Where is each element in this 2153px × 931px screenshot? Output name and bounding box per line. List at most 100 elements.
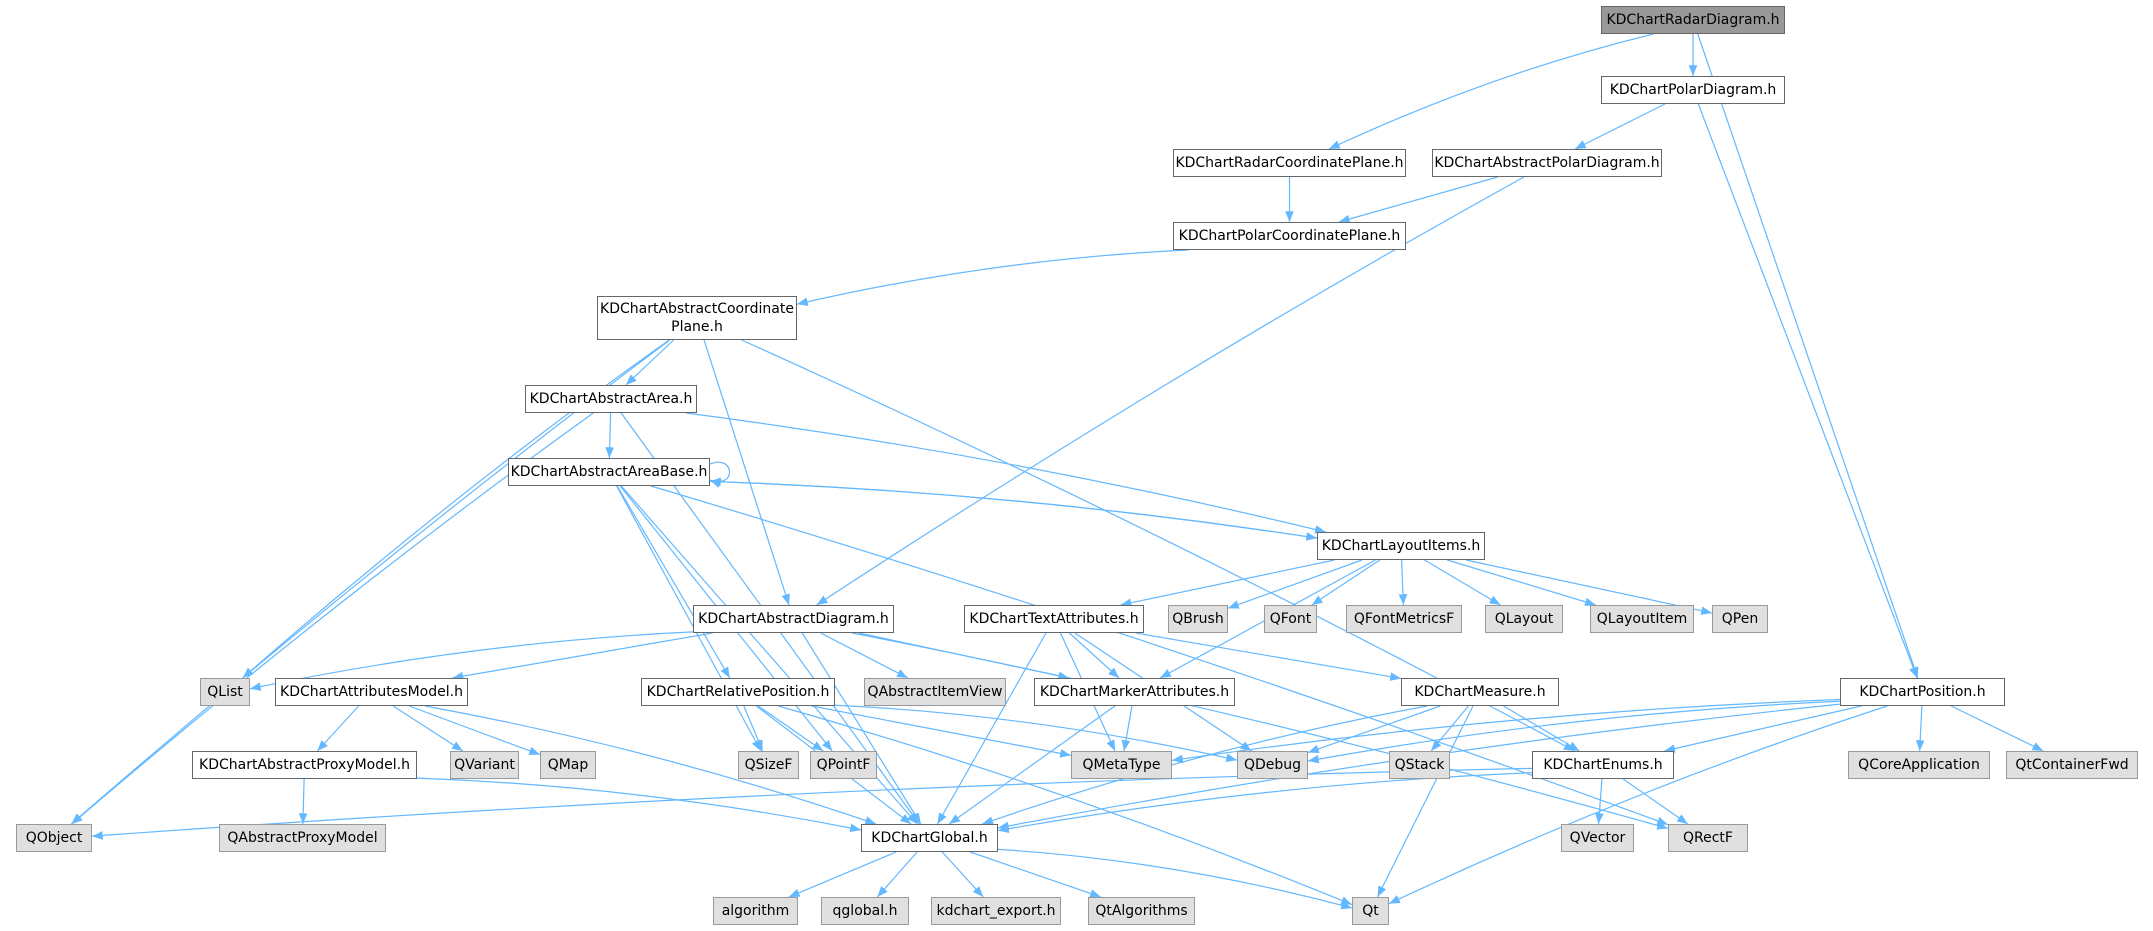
node-polar[interactable]: KDChartPolarDiagram.h xyxy=(1601,76,1785,104)
node-abspolar[interactable]: KDChartAbstractPolarDiagram.h xyxy=(1432,149,1662,177)
edge-radar-to-position xyxy=(1697,33,1919,679)
node-qlayoutitem: QLayoutItem xyxy=(1590,605,1694,633)
edge-absdiagram-to-global xyxy=(801,632,922,825)
node-global[interactable]: KDChartGlobal.h xyxy=(861,824,998,852)
edge-textattrs-to-measure xyxy=(1135,632,1402,681)
node-qmetatype: QMetaType xyxy=(1071,751,1172,779)
edge-absareabase-to-qrectf xyxy=(650,485,1669,826)
node-label: KDChartLayoutItems.h xyxy=(1321,538,1481,554)
edge-layoutitems-to-textattrs xyxy=(1120,559,1335,608)
node-absarea[interactable]: KDChartAbstractArea.h xyxy=(525,385,697,413)
node-label: QMap xyxy=(547,757,589,773)
edge-abscoord-to-qlist xyxy=(242,339,670,679)
node-position[interactable]: KDChartPosition.h xyxy=(1840,678,2005,706)
node-label: QRectF xyxy=(1683,830,1733,846)
edge-enums-to-qobject xyxy=(91,767,1533,840)
edge-absareabase-to-relpos xyxy=(616,485,731,679)
edge-abspolar-to-absdiagram xyxy=(816,176,1525,606)
edge-global-to-kdexport xyxy=(941,851,984,898)
node-qfontmetricsf: QFontMetricsF xyxy=(1346,605,1462,633)
node-qtcontainerfwd: QtContainerFwd xyxy=(2006,751,2138,779)
node-kdexport: kdchart_export.h xyxy=(931,897,1061,925)
edge-position-to-enums xyxy=(1664,705,1862,753)
node-label: qglobal.h xyxy=(832,903,898,919)
node-label: KDChartPosition.h xyxy=(1859,684,1986,700)
node-label: QPointF xyxy=(816,757,871,773)
edge-enums-to-global xyxy=(997,772,1533,833)
node-label: QLayoutItem xyxy=(1596,611,1688,627)
node-qrectf: QRectF xyxy=(1668,824,1748,852)
node-qvector: QVector xyxy=(1561,824,1634,852)
edge-markerattrs-to-global xyxy=(948,705,1116,825)
node-label: KDChartRelativePosition.h xyxy=(646,684,830,700)
edge-attrsmodel-to-global xyxy=(424,705,877,825)
node-label: algorithm xyxy=(721,903,790,919)
node-layoutitems[interactable]: KDChartLayoutItems.h xyxy=(1317,532,1485,560)
node-label: Qt xyxy=(1362,903,1379,919)
edge-layoutitems-to-absareabase xyxy=(709,477,1318,539)
edge-absareabase-to-layoutitems xyxy=(709,480,1318,541)
node-qsizef: QSizeF xyxy=(738,751,799,779)
node-label: QStack xyxy=(1394,757,1445,773)
node-algorithm: algorithm xyxy=(713,897,798,925)
node-relpos[interactable]: KDChartRelativePosition.h xyxy=(641,678,835,706)
node-qobject: QObject xyxy=(16,824,92,852)
node-label: KDChartGlobal.h xyxy=(871,830,988,846)
node-qpen: QPen xyxy=(1712,605,1768,633)
node-attrsmodel[interactable]: KDChartAttributesModel.h xyxy=(275,678,468,706)
edge-enums-to-qvector xyxy=(1595,778,1604,825)
node-radar: KDChartRadarDiagram.h xyxy=(1601,6,1785,34)
node-qpointf: QPointF xyxy=(810,751,877,779)
node-radarplane[interactable]: KDChartRadarCoordinatePlane.h xyxy=(1173,149,1406,177)
node-textattrs[interactable]: KDChartTextAttributes.h xyxy=(964,605,1144,633)
node-qmap: QMap xyxy=(540,751,596,779)
node-label: KDChartAbstractAreaBase.h xyxy=(510,464,708,480)
node-qdebug: QDebug xyxy=(1237,751,1308,779)
edge-absdiagram-to-qabsitemview xyxy=(820,632,909,679)
edge-layoutitems-to-qlayoutitem xyxy=(1447,559,1596,607)
edge-absareabase-to-absareabase xyxy=(709,461,731,488)
edge-layoutitems-to-qfont xyxy=(1311,559,1381,606)
node-markerattrs[interactable]: KDChartMarkerAttributes.h xyxy=(1034,678,1235,706)
edge-absdiagram-to-attrsmodel xyxy=(452,632,713,681)
node-absareabase[interactable]: KDChartAbstractAreaBase.h xyxy=(508,458,710,486)
edge-absarea-to-layoutitems xyxy=(686,412,1326,534)
edge-global-to-qt xyxy=(997,848,1353,910)
edge-abspolar-to-polarplane xyxy=(1338,176,1498,224)
edge-polar-to-position xyxy=(1697,103,1918,679)
node-label: KDChartAbstractPolarDiagram.h xyxy=(1434,155,1660,171)
edge-global-to-algorithm xyxy=(788,851,897,898)
node-label: QDebug xyxy=(1243,757,1302,773)
edge-position-to-qt xyxy=(1388,705,1888,905)
node-qvariant: QVariant xyxy=(450,751,519,779)
edge-textattrs-to-markerattrs xyxy=(1069,632,1120,679)
node-label: KDChartAbstractProxyModel.h xyxy=(199,757,410,773)
node-enums[interactable]: KDChartEnums.h xyxy=(1532,751,1674,779)
node-label: KDChartAbstractArea.h xyxy=(529,391,693,407)
edge-absproxy-to-qabsproxymodel xyxy=(298,778,308,825)
edge-absdiagram-to-qrectf xyxy=(851,632,1669,830)
node-label: QVariant xyxy=(454,757,515,773)
edge-absarea-to-absareabase xyxy=(605,412,614,459)
edge-radar-to-radarplane xyxy=(1328,33,1654,150)
node-absproxy[interactable]: KDChartAbstractProxyModel.h xyxy=(192,751,417,779)
node-polarplane[interactable]: KDChartPolarCoordinatePlane.h xyxy=(1173,222,1406,250)
node-label: QAbstractItemView xyxy=(867,684,1003,700)
node-measure[interactable]: KDChartMeasure.h xyxy=(1401,678,1559,706)
edge-polarplane-to-abscoord xyxy=(796,249,1189,306)
edge-abscoord-to-absarea xyxy=(625,339,675,386)
edge-position-to-qmetatype xyxy=(1171,698,1841,764)
node-label: QCoreApplication xyxy=(1858,757,1980,773)
node-absdiagram[interactable]: KDChartAbstractDiagram.h xyxy=(693,605,894,633)
node-qtalgorithms: QtAlgorithms xyxy=(1088,897,1195,925)
edge-absdiagram-to-qlist xyxy=(249,631,694,691)
node-qt: Qt xyxy=(1352,897,1389,925)
edge-attrsmodel-to-absproxy xyxy=(316,705,360,752)
edge-markerattrs-to-qmetatype xyxy=(1121,705,1133,752)
edge-layoutitems-to-qbrush xyxy=(1227,559,1363,609)
node-label: QSizeF xyxy=(744,757,793,773)
edge-relpos-to-qdebug xyxy=(834,704,1238,762)
